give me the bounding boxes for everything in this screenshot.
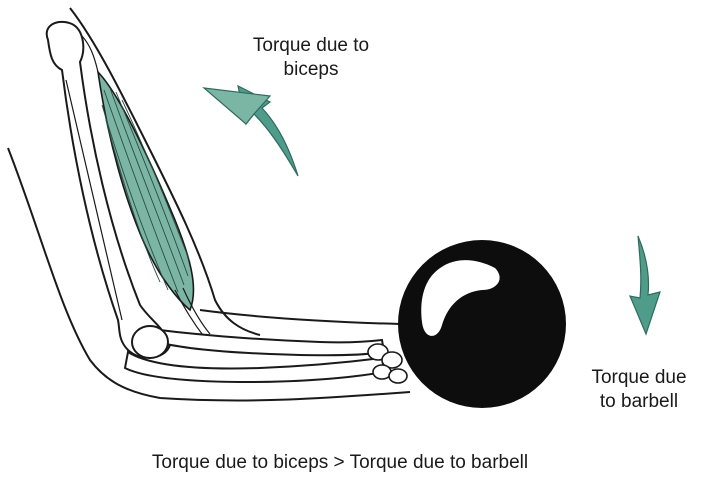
barbell-torque-label: Torque due to barbell [580, 366, 698, 414]
diagram-caption: Torque due to biceps > Torque due to bar… [60, 451, 620, 475]
barbell-torque-label-line2: to barbell [580, 390, 698, 414]
biceps-torque-label-line2: biceps [236, 58, 386, 82]
ulna-bone [125, 352, 384, 382]
biceps-tendon-upper [82, 36, 98, 72]
biceps-torque-label: Torque due to biceps [236, 34, 386, 82]
radius-bone [158, 330, 384, 355]
forearm-upper-outline [200, 310, 400, 324]
elbow-joint [132, 326, 168, 358]
downward-arrow-icon [630, 236, 660, 334]
biceps-torque-label-line1: Torque due to [236, 34, 386, 58]
barbell-torque-label-line1: Torque due [580, 366, 698, 390]
